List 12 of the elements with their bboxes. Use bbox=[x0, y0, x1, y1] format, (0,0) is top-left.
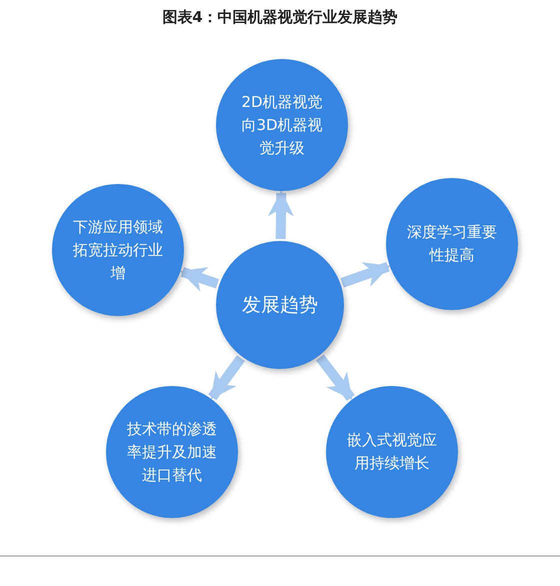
circle-label: 技术带的渗透率提升及加速进口替代 bbox=[126, 418, 218, 486]
arrow bbox=[340, 262, 390, 288]
circle-label: 嵌入式视觉应用持续增长 bbox=[346, 430, 438, 474]
circle-label: 下游应用领域拓宽拉动行业增 bbox=[72, 216, 164, 284]
arrow bbox=[316, 354, 355, 401]
arrow bbox=[268, 190, 294, 240]
circle-label: 深度学习重要性提高 bbox=[406, 222, 498, 266]
circle-label: 发展趋势 bbox=[241, 293, 319, 318]
arrow bbox=[208, 355, 245, 400]
title: 图表4：中国机器视觉行业发展趋势 bbox=[161, 8, 399, 27]
arrow bbox=[180, 267, 220, 292]
circle-label: 2D机器视觉向3D机器视觉升级 bbox=[240, 92, 324, 158]
